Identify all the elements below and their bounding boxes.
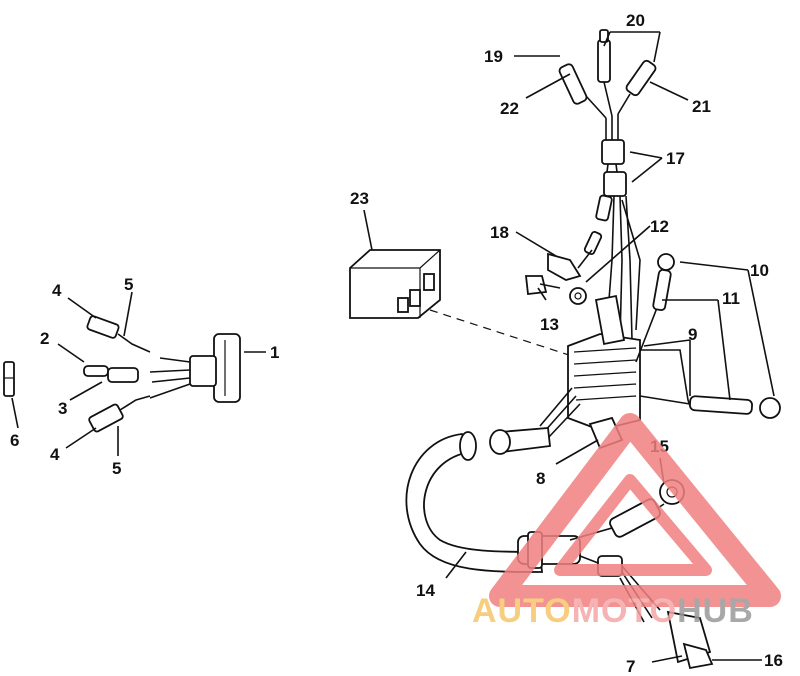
watermark-word-auto: AUTO: [472, 592, 572, 630]
callout-10: 10: [750, 261, 769, 280]
connector-assembly-left: [3, 315, 241, 433]
callout-12: 12: [650, 217, 669, 236]
callout-23: 23: [350, 189, 369, 208]
callout-5-bottom: 5: [112, 459, 121, 478]
callout-6: 6: [10, 431, 19, 450]
callout-11: 11: [722, 289, 740, 308]
callout-19: 19: [484, 47, 503, 66]
watermark-word-moto: MOTO: [572, 592, 677, 630]
callout-2: 2: [40, 329, 49, 348]
callout-4-top: 4: [52, 281, 62, 300]
callout-4-bottom: 4: [50, 445, 60, 464]
svg-text:AUTOMOTOHUB: AUTOMOTOHUB: [472, 592, 754, 630]
callout-7: 7: [626, 657, 635, 676]
callout-8: 8: [536, 469, 545, 488]
callout-20: 20: [626, 11, 645, 30]
callout-5-top: 5: [124, 275, 133, 294]
callout-9: 9: [688, 325, 697, 344]
callout-numbers: 1 2 3 4 4 5 5 6 7 8 9 10 11 12 13 14 15 …: [10, 11, 783, 676]
callout-18: 18: [490, 223, 509, 242]
callout-13: 13: [540, 315, 559, 334]
callout-21: 21: [692, 97, 711, 116]
leader-lines-left: [11, 291, 266, 456]
callout-3: 3: [58, 399, 67, 418]
callout-14: 14: [416, 581, 435, 600]
watermark-word-hub: HUB: [677, 592, 754, 630]
relay-23: [349, 209, 573, 357]
watermark-logo-icon: [489, 413, 781, 607]
callout-16: 16: [764, 651, 783, 670]
callout-22: 22: [500, 99, 519, 118]
callout-1: 1: [270, 343, 279, 362]
watermark: AUTOMOTOHUB: [472, 413, 781, 630]
callout-17: 17: [666, 149, 685, 168]
